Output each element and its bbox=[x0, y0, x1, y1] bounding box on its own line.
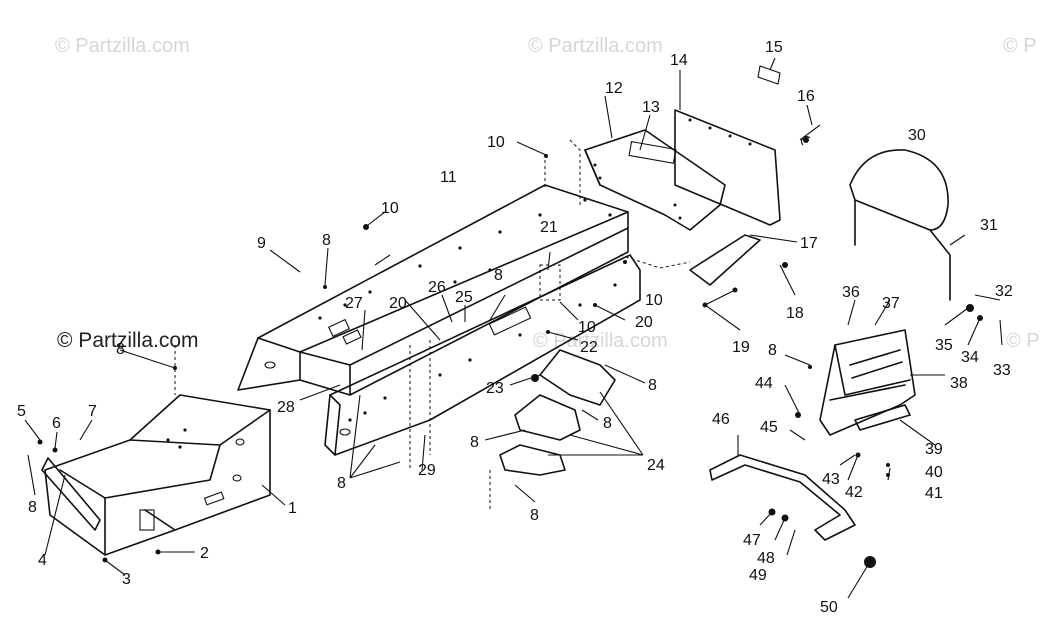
callout-46: 46 bbox=[712, 411, 730, 428]
watermark-top-left: © Partzilla.com bbox=[55, 35, 190, 57]
callout-47: 47 bbox=[743, 532, 761, 549]
callout-6: 6 bbox=[52, 415, 61, 432]
callout-44: 44 bbox=[755, 375, 773, 392]
callout-20-b: 20 bbox=[635, 314, 653, 331]
callout-10-a: 10 bbox=[381, 200, 399, 217]
callout-45: 45 bbox=[760, 419, 778, 436]
rear-strap-part bbox=[689, 234, 761, 286]
callout-13: 13 bbox=[642, 99, 660, 116]
callout-33: 33 bbox=[993, 362, 1011, 379]
watermark-mid-right: © P bbox=[1006, 330, 1040, 352]
callout-labels: 1 2 3 4 5 6 7 8 8 8 8 8 8 8 8 8 8 9 10 1… bbox=[17, 39, 1013, 616]
callout-12: 12 bbox=[605, 80, 623, 97]
callout-10-c: 10 bbox=[645, 292, 663, 309]
callout-8-j: 8 bbox=[768, 342, 777, 359]
callout-15: 15 bbox=[765, 39, 783, 56]
callout-10-b: 10 bbox=[487, 134, 505, 151]
callout-49: 49 bbox=[749, 567, 767, 584]
callout-1: 1 bbox=[288, 500, 297, 517]
callout-43: 43 bbox=[822, 471, 840, 488]
callout-19: 19 bbox=[732, 339, 750, 356]
callout-29: 29 bbox=[418, 462, 436, 479]
callout-4: 4 bbox=[38, 552, 47, 569]
callout-10-d: 10 bbox=[578, 319, 596, 336]
callout-14: 14 bbox=[670, 52, 688, 69]
step-assembly-part bbox=[819, 329, 916, 436]
callout-3: 3 bbox=[122, 571, 131, 588]
callout-30: 30 bbox=[908, 127, 926, 144]
leader-lines bbox=[24, 57, 1003, 599]
fasteners bbox=[37, 137, 983, 568]
callout-8-h: 8 bbox=[603, 415, 612, 432]
callout-2: 2 bbox=[200, 545, 209, 562]
callout-37: 37 bbox=[882, 295, 900, 312]
callout-50: 50 bbox=[820, 599, 838, 616]
callout-8-c: 8 bbox=[322, 232, 331, 249]
callout-21: 21 bbox=[540, 219, 558, 236]
bumper-bracket-part bbox=[41, 457, 101, 531]
callout-8-d: 8 bbox=[494, 267, 503, 284]
callout-8-g: 8 bbox=[470, 434, 479, 451]
callout-39: 39 bbox=[925, 441, 943, 458]
decal-part bbox=[757, 65, 781, 85]
callout-7: 7 bbox=[88, 403, 97, 420]
back-plate-part bbox=[674, 109, 781, 226]
clip-part bbox=[799, 124, 821, 146]
callout-36: 36 bbox=[842, 284, 860, 301]
main-frame-part bbox=[237, 184, 629, 396]
callout-8-b: 8 bbox=[116, 341, 125, 358]
callout-22: 22 bbox=[580, 339, 598, 356]
mount-brackets-part bbox=[488, 306, 616, 476]
callout-38: 38 bbox=[950, 375, 968, 392]
callout-8-e: 8 bbox=[337, 475, 346, 492]
callout-8-i: 8 bbox=[530, 507, 539, 524]
seat-back-part bbox=[849, 149, 951, 301]
callout-24: 24 bbox=[647, 457, 665, 474]
callout-18: 18 bbox=[786, 305, 804, 322]
lower-chassis-rail-part bbox=[324, 254, 641, 470]
callout-27: 27 bbox=[345, 295, 363, 312]
callout-16: 16 bbox=[797, 88, 815, 105]
callout-11: 11 bbox=[440, 169, 457, 186]
callout-5: 5 bbox=[17, 403, 26, 420]
callout-35: 35 bbox=[935, 337, 953, 354]
watermark-mid-center: © Partzilla.com bbox=[533, 330, 668, 352]
callout-26: 26 bbox=[428, 279, 446, 296]
watermark-top-right: © P bbox=[1003, 35, 1037, 57]
callout-32: 32 bbox=[995, 283, 1013, 300]
callout-28: 28 bbox=[277, 399, 295, 416]
watermark-top-center: © Partzilla.com bbox=[528, 35, 663, 57]
front-pan-part bbox=[44, 394, 271, 556]
callout-23: 23 bbox=[486, 380, 504, 397]
callout-31: 31 bbox=[980, 217, 998, 234]
callout-42: 42 bbox=[845, 484, 863, 501]
callout-41: 41 bbox=[925, 485, 943, 502]
callout-34: 34 bbox=[961, 349, 979, 366]
callout-8-f: 8 bbox=[648, 377, 657, 394]
callout-17: 17 bbox=[800, 235, 818, 252]
callout-8-a: 8 bbox=[28, 499, 37, 516]
grab-handle-part bbox=[709, 454, 856, 541]
callout-48: 48 bbox=[757, 550, 775, 567]
callout-9: 9 bbox=[257, 235, 266, 252]
watermark-mid-left: © Partzilla.com bbox=[57, 329, 199, 352]
callout-40: 40 bbox=[925, 464, 943, 481]
callout-20-a: 20 bbox=[389, 295, 407, 312]
callout-25: 25 bbox=[455, 289, 473, 306]
rear-bracket-part bbox=[584, 129, 726, 231]
